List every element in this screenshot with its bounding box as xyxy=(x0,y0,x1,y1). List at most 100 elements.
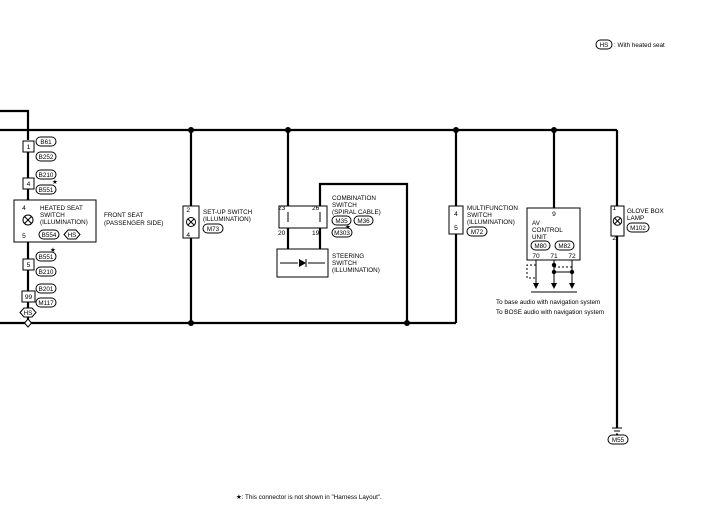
connector-label: M102 xyxy=(630,225,646,232)
junction-dot xyxy=(453,127,459,133)
hs-badge-text: HS xyxy=(24,310,33,317)
connector-label: M35 xyxy=(335,218,348,225)
junction-dot xyxy=(404,320,410,326)
arrow-down-icon xyxy=(569,283,575,289)
lamp-icon-cross xyxy=(614,217,621,225)
diode-icon xyxy=(299,259,306,267)
connector-badge xyxy=(202,223,224,234)
junction-dot xyxy=(551,127,557,133)
glove-box-lamp: 1 2 GLOVE BOX LAMP M102 M55 xyxy=(607,205,665,445)
setup-switch-label: (ILLUMINATION) xyxy=(203,216,251,223)
legend-text: : With heated seat xyxy=(614,42,665,49)
pin-box xyxy=(22,258,35,271)
pin-box xyxy=(22,177,35,190)
connector-badge xyxy=(38,229,60,240)
pin-number: 2 xyxy=(612,235,616,242)
hs-badge xyxy=(63,229,81,240)
connector-label: B201 xyxy=(39,286,54,293)
pin-box xyxy=(22,140,35,153)
junction-dot xyxy=(188,127,194,133)
pin-number: 99 xyxy=(25,294,33,301)
connector-badge xyxy=(35,251,57,262)
connector-badge xyxy=(331,227,353,238)
steering-switch-label: SWITCH xyxy=(332,260,357,267)
pin-number: 70 xyxy=(532,253,540,260)
pin-box xyxy=(21,290,36,303)
pin-number: 1 xyxy=(27,144,31,151)
heated-seat-switch-label: SWITCH xyxy=(40,212,65,219)
connector-label: M80 xyxy=(534,243,547,250)
multifunction-switch-label: MULTIFUNCTION xyxy=(467,205,518,212)
star-mark: ★ xyxy=(50,247,56,254)
pin-number: 71 xyxy=(550,253,558,260)
connector-badge xyxy=(35,297,57,308)
pin-number: 26 xyxy=(312,205,320,212)
connector-label: M82 xyxy=(558,243,571,250)
combination-switch-label: SWITCH xyxy=(332,202,357,209)
glove-box-lamp-label: GLOVE BOX xyxy=(627,208,665,215)
pin-number: 5 xyxy=(27,262,31,269)
av-note: To base audio with navigation system xyxy=(496,299,600,306)
pin-number: 4 xyxy=(186,232,190,239)
setup-switch-label: SET-UP SWITCH xyxy=(203,209,253,216)
connector-badge xyxy=(554,240,575,251)
combination-switch-box xyxy=(278,205,328,229)
heated-seat-switch-label: HEATED SEAT xyxy=(40,205,83,212)
pin-number: 20 xyxy=(278,230,286,237)
connector-badge xyxy=(35,136,57,147)
connector-label: B210 xyxy=(39,269,54,276)
heated-seat-switch-label: (ILLUMINATION) xyxy=(40,219,88,226)
connector-label: B61 xyxy=(40,139,52,146)
hs-badge-text: HS xyxy=(68,232,77,239)
front-seat-label: FRONT SEAT xyxy=(104,212,143,219)
connector-label: M303 xyxy=(334,230,350,237)
splice-diamond xyxy=(23,318,33,328)
av-control-unit-box xyxy=(526,207,581,261)
pin-number: 4 xyxy=(454,211,458,218)
steering-switch-label: (ILLUMINATION) xyxy=(332,267,380,274)
connector-label: B210 xyxy=(39,172,54,179)
connector-label: M72 xyxy=(471,229,484,236)
combination-switch-label: COMBINATION xyxy=(332,195,376,202)
av-control-unit-label: CONTROL xyxy=(532,227,563,234)
connector-badge xyxy=(353,215,374,226)
av-note: To BOSE audio with navigation system xyxy=(496,309,604,316)
connector-label: B551 xyxy=(39,254,54,261)
av-control-unit: 9 AV CONTROL UNIT M80 M82 70 71 72 To ba… xyxy=(496,207,604,316)
lamp-icon-cross xyxy=(24,216,32,224)
setup-switch: 2 4 SET-UP SWITCH (ILLUMINATION) M73 xyxy=(182,205,253,239)
legend: HS : With heated seat xyxy=(595,39,665,50)
connector-label: B252 xyxy=(39,154,54,161)
junction-dot xyxy=(569,269,575,275)
connector-badge xyxy=(35,169,57,180)
glove-box-lamp-label: LAMP xyxy=(627,215,644,222)
combination-switch-label: (SPIRAL CABLE) xyxy=(332,209,381,216)
junction-dot xyxy=(551,269,557,275)
connector-badge xyxy=(35,266,57,277)
footnote: ★: This connector is not shown in "Harne… xyxy=(236,494,382,501)
lamp-icon xyxy=(612,216,623,226)
arrow-down-icon xyxy=(533,283,539,289)
connector-label: M73 xyxy=(207,226,220,233)
legend-hs-badge xyxy=(595,39,613,50)
connector-label: M117 xyxy=(38,300,54,307)
steering-switch-label: STEERING xyxy=(332,253,364,260)
bus-wires xyxy=(0,109,619,428)
connector-badge xyxy=(626,222,650,233)
pin-number: 5 xyxy=(454,225,458,232)
av-control-unit-label: AV xyxy=(532,220,541,227)
connector-label: M55 xyxy=(612,437,625,444)
pin-number: 2 xyxy=(186,207,190,214)
multifunction-switch: 4 5 MULTIFUNCTION SWITCH (ILLUMINATION) … xyxy=(448,205,518,237)
junction-dot xyxy=(188,320,194,326)
connector-label: M36 xyxy=(357,218,370,225)
pin-number: 5 xyxy=(22,233,26,240)
connector-label: B551 xyxy=(39,187,54,194)
combination-switch: 23 26 20 19 COMBINATION SWITCH (SPIRAL C… xyxy=(276,195,381,278)
lamp-icon-cross xyxy=(187,218,195,226)
arrow-down-icon xyxy=(551,283,557,289)
multifunction-switch-box xyxy=(448,205,464,235)
dashed-route xyxy=(526,264,536,279)
lamp-icon xyxy=(22,214,34,226)
